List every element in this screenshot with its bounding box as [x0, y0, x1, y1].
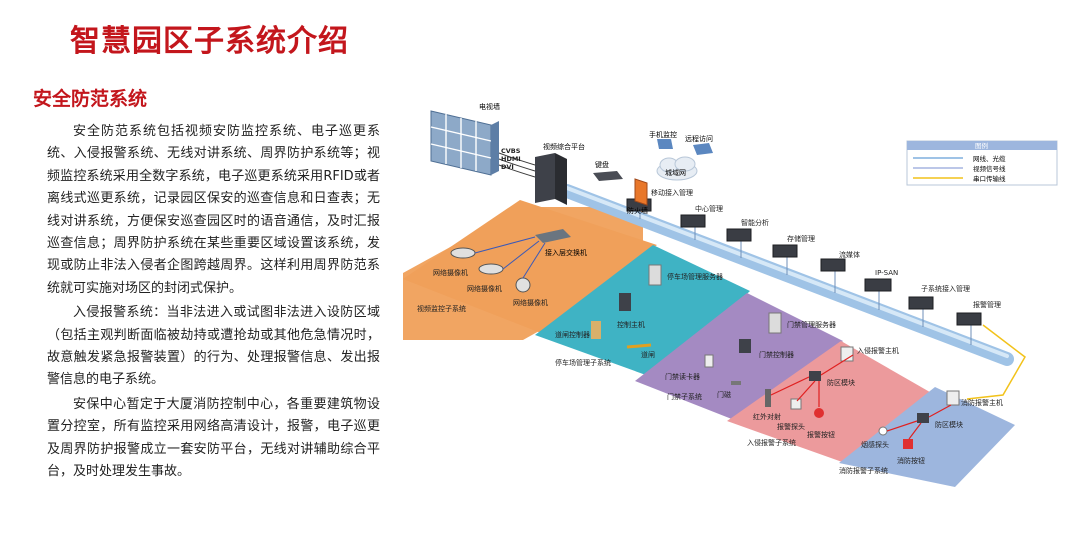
phone-icon — [657, 139, 673, 149]
access-controller-label: 门禁控制器 — [759, 350, 794, 359]
fire-module-label: 防区模块 — [935, 420, 963, 429]
intrusion-host-label: 入侵报警主机 — [857, 346, 899, 355]
laptop-icon — [693, 143, 713, 155]
fire-host-label: 消防报警主机 — [961, 398, 1003, 407]
access-controller-icon — [739, 339, 751, 353]
fire-module-icon — [917, 413, 929, 423]
phone-monitor-label: 手机监控 — [649, 130, 677, 139]
fire-button-label: 消防按钮 — [897, 456, 925, 465]
module-storage: 存储管理 — [787, 234, 815, 243]
cloud-icon — [656, 156, 698, 181]
intrusion-module-label: 防区模块 — [827, 378, 855, 387]
fire-button-icon — [903, 439, 913, 449]
firewall-icon — [634, 178, 648, 206]
gate-controller-label: 道闸控制器 — [555, 330, 590, 339]
module-storage-box — [772, 244, 798, 258]
parking-server-label: 停车场管理服务器 — [667, 272, 723, 281]
security-system-diagram: 移动接入管理 中心管理 智能分析 存储管理 流媒体 IP-SAN 子系统接入管理… — [395, 95, 1075, 535]
camera-1-icon — [450, 247, 476, 259]
module-stream-box — [820, 258, 846, 272]
camera-1-label: 网络摄像机 — [433, 268, 468, 277]
zone-video-label: 视频监控子系统 — [417, 304, 466, 313]
legend: 图例 网线、光缆 视频信号线 串口传输线 — [906, 140, 1058, 186]
card-reader-label: 门禁读卡器 — [665, 372, 700, 381]
ir-beam-icon — [765, 389, 771, 407]
serial-line — [966, 324, 1026, 400]
access-server-icon — [768, 312, 782, 334]
fire-host-icon — [946, 390, 960, 406]
module-center: 中心管理 — [695, 204, 723, 213]
parking-controller-label: 控制主机 — [617, 320, 645, 329]
keyboard-label: 键盘 — [595, 160, 609, 169]
legend-item-3: 串口传输线 — [973, 174, 1006, 183]
module-subsys: 子系统接入管理 — [921, 284, 970, 293]
smoke-detector-label: 烟感探头 — [861, 440, 889, 449]
camera-3-icon — [515, 277, 531, 293]
ir-beam-label: 红外对射 — [753, 412, 781, 421]
module-stream: 流媒体 — [839, 250, 860, 259]
module-mobile: 移动接入管理 — [651, 188, 693, 197]
video-wall-label: 电视墙 — [479, 102, 500, 111]
module-analysis-box — [726, 228, 752, 242]
cloud-label: 城域网 — [665, 168, 686, 177]
smoke-detector-icon — [878, 426, 888, 436]
alarm-button-label: 报警按钮 — [807, 430, 835, 439]
zone-access-shape — [635, 293, 843, 425]
legend-title: 图例 — [975, 141, 988, 150]
zone-intrusion-label: 入侵报警子系统 — [747, 438, 796, 447]
barrier-label: 道闸 — [641, 350, 655, 359]
page-title: 智慧园区子系统介绍 — [70, 24, 349, 59]
module-ipsan-box — [864, 278, 892, 292]
module-alarm-box — [956, 312, 982, 326]
remote-access-label: 远程访问 — [685, 134, 713, 143]
intrusion-module-icon — [809, 371, 821, 381]
module-analysis: 智能分析 — [741, 218, 769, 227]
alarm-button-icon — [814, 408, 824, 418]
paragraph-1: 安全防范系统包括视频安防监控系统、电子巡更系统、入侵报警系统、无线对讲系统、周界… — [47, 124, 380, 296]
card-reader-icon — [704, 354, 714, 368]
door-sensor-label: 门磁 — [717, 390, 731, 399]
firewall-label: 防火墙 — [627, 206, 648, 215]
paragraph-2: 入侵报警系统：当非法进入或试图非法进入设防区域（包括主观判断面临被劫持或遭抢劫或… — [47, 305, 380, 388]
legend-item-2: 视频信号线 — [973, 164, 1006, 173]
camera-3-label: 网络摄像机 — [513, 298, 548, 307]
zone-parking-shape — [535, 245, 750, 379]
legend-item-1: 网线、光缆 — [973, 154, 1006, 163]
diagram-svg: 移动接入管理 中心管理 智能分析 存储管理 流媒体 IP-SAN 子系统接入管理… — [403, 102, 1058, 487]
camera-2-icon — [478, 263, 504, 275]
body-text: 安全防范系统包括视频安防监控系统、电子巡更系统、入侵报警系统、无线对讲系统、周界… — [47, 121, 380, 486]
access-switch-icon — [535, 229, 571, 243]
parking-server-icon — [648, 264, 662, 286]
module-center-box — [680, 214, 706, 228]
parking-controller-icon — [619, 293, 631, 311]
signal-dvi: DVI — [501, 163, 514, 171]
zone-access-label: 门禁子系统 — [667, 392, 702, 401]
keyboard-icon — [593, 171, 623, 181]
platform-label: 视频综合平台 — [543, 142, 585, 151]
camera-2-label: 网络摄像机 — [467, 284, 502, 293]
platform-rack — [535, 153, 567, 205]
access-switch-label: 接入层交换机 — [545, 248, 587, 257]
zone-parking-label: 停车场管理子系统 — [555, 358, 611, 367]
access-server-label: 门禁管理服务器 — [787, 320, 836, 329]
module-ipsan: IP-SAN — [875, 269, 898, 277]
gate-controller-icon — [591, 321, 601, 339]
signal-hdmi: HDMI — [501, 155, 521, 163]
video-wall — [430, 110, 499, 176]
signal-cvbs: CVBS — [501, 147, 521, 155]
module-alarm: 报警管理 — [973, 300, 1001, 309]
door-sensor-icon — [731, 381, 741, 385]
module-subsys-box — [908, 296, 934, 310]
detector-icon — [790, 398, 802, 410]
detector-label: 报警探头 — [777, 422, 805, 431]
barrier-icon — [626, 343, 652, 349]
zone-fire-shape — [839, 387, 1015, 487]
section-title: 安全防范系统 — [33, 88, 148, 110]
paragraph-3: 安保中心暂定于大厦消防控制中心，各重要建筑物设置分控室，所有监控采用网络高清设计… — [47, 396, 380, 480]
zone-fire-label: 消防报警子系统 — [839, 466, 888, 475]
